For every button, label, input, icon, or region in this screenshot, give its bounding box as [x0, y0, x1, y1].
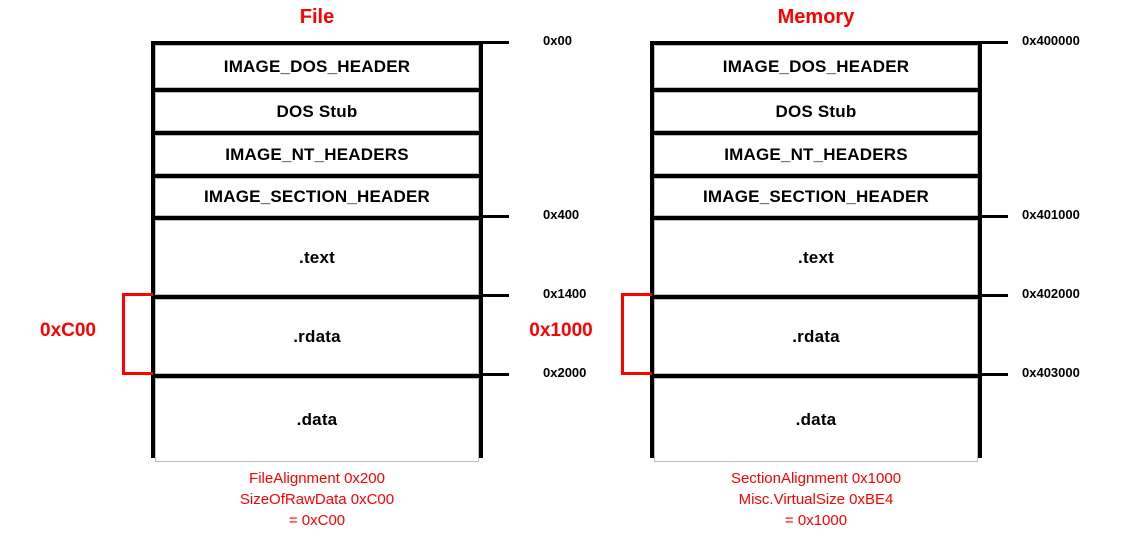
file-address-tick-label: 0x00 [543, 33, 572, 48]
file-segment-image-section-header: IMAGE_SECTION_HEADER [155, 178, 479, 220]
memory-segment-rdata: .rdata [654, 299, 978, 378]
memory-address-tick-line [982, 294, 1008, 297]
caption-line: Misc.VirtualSize 0xBE4 [738, 491, 894, 508]
file-address-tick-label: 0x1400 [543, 286, 587, 301]
memory-size-bracket [621, 293, 652, 375]
file-address-tick-line [483, 41, 509, 44]
file-segment-label: .text [299, 247, 335, 267]
memory-segment-label: .data [795, 410, 837, 429]
file-segment-label: DOS Stub [276, 101, 358, 121]
caption-line: = 0x1000 [784, 512, 848, 529]
file-address-tick-line [483, 373, 509, 376]
caption-line: = 0xC00 [288, 512, 346, 529]
memory-address-tick-line [982, 41, 1008, 44]
caption-line: FileAlignment 0x200 [249, 470, 385, 487]
file-segment-data: .data [155, 378, 479, 462]
memory-address-tick-label: 0x403000 [1022, 365, 1080, 380]
file-segment-image-nt-headers: IMAGE_NT_HEADERS [155, 135, 479, 178]
memory-segment-dos stub: DOS Stub [654, 92, 978, 135]
file-segment-text: .text [155, 220, 479, 299]
file-address-tick-line [483, 215, 509, 218]
file-size-bracket [122, 293, 153, 375]
file-address-tick-line [483, 294, 509, 297]
memory-segment-label: .text [798, 247, 834, 267]
file-segment-label: .rdata [293, 326, 341, 346]
caption-line: SectionAlignment 0x1000 [730, 470, 902, 487]
memory-segment-image-nt-headers: IMAGE_NT_HEADERS [654, 135, 978, 178]
memory-address-tick-line [982, 373, 1008, 376]
file-panel-title: File [299, 6, 335, 28]
file-segment-label: IMAGE_DOS_HEADER [223, 56, 411, 76]
memory-segment-label: DOS Stub [775, 101, 857, 121]
memory-segment-label: .rdata [792, 326, 840, 346]
memory-panel-title: Memory [777, 6, 855, 28]
file-size-bracket-label: 0xC00 [40, 320, 96, 341]
memory-address-tick-label: 0x401000 [1022, 207, 1080, 222]
memory-segment-text: .text [654, 220, 978, 299]
memory-address-tick-label: 0x402000 [1022, 286, 1080, 301]
file-address-tick-label: 0x2000 [543, 365, 587, 380]
memory-segment-image-section-header: IMAGE_SECTION_HEADER [654, 178, 978, 220]
file-segment-label: .data [296, 410, 338, 429]
memory-segment-data: .data [654, 378, 978, 462]
memory-address-tick-label: 0x400000 [1022, 33, 1080, 48]
memory-segment-label: IMAGE_NT_HEADERS [724, 144, 908, 164]
file-segment-label: IMAGE_NT_HEADERS [225, 144, 409, 164]
memory-address-tick-line [982, 215, 1008, 218]
file-address-tick-label: 0x400 [543, 207, 580, 222]
memory-segment-label: IMAGE_DOS_HEADER [722, 56, 910, 76]
file-segment-rdata: .rdata [155, 299, 479, 378]
memory-size-bracket-label: 0x1000 [529, 320, 593, 341]
memory-segment-image-dos-header: IMAGE_DOS_HEADER [654, 45, 978, 92]
file-segment-label: IMAGE_SECTION_HEADER [204, 187, 430, 206]
caption-line: SizeOfRawData 0xC00 [239, 491, 395, 508]
file-segment-image-dos-header: IMAGE_DOS_HEADER [155, 45, 479, 92]
memory-segment-label: IMAGE_SECTION_HEADER [703, 187, 929, 206]
file-segment-dos stub: DOS Stub [155, 92, 479, 135]
